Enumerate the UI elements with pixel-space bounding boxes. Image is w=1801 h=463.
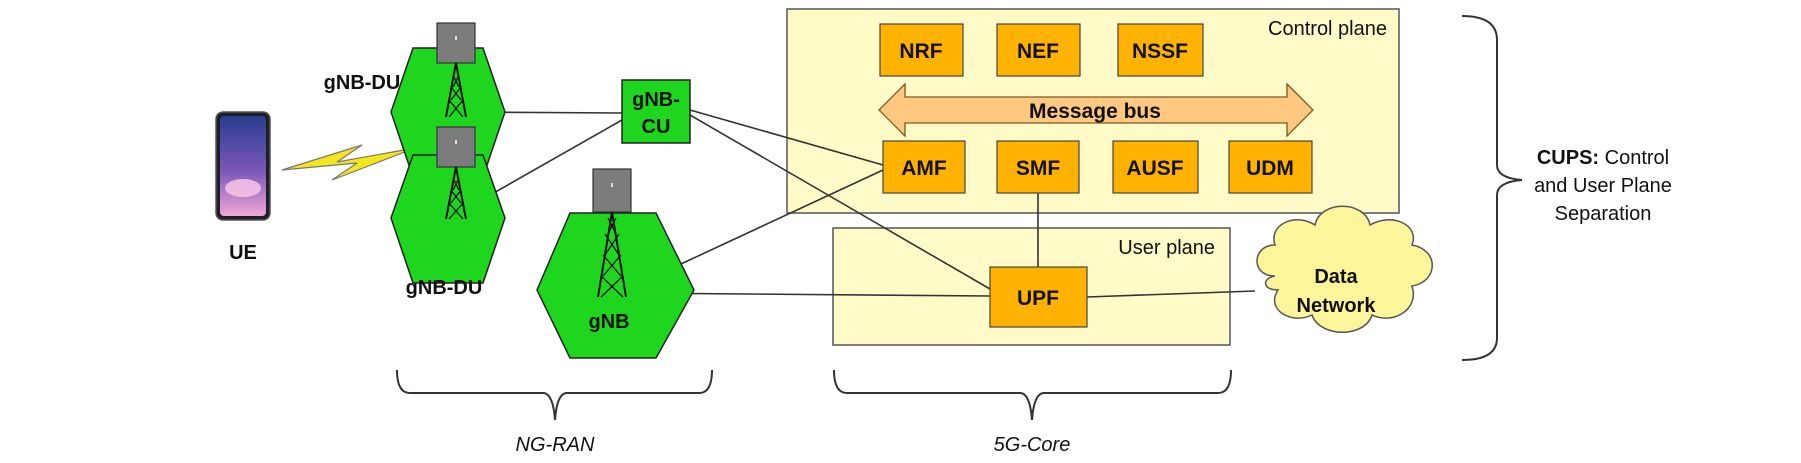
ng-ran-brace (396, 369, 713, 421)
upf-box (989, 266, 1088, 328)
nef-label: NEF (1017, 40, 1059, 63)
phone-screen-cloud (225, 179, 261, 197)
amf-label: AMF (901, 157, 947, 180)
gnb-du-top-antenna-icon (436, 22, 476, 118)
nssf-box (1117, 23, 1204, 77)
nrf-label: NRF (899, 40, 942, 63)
gnb-antenna-icon (592, 168, 632, 298)
ausf-box (1112, 140, 1199, 194)
gnb-label: gNB (588, 311, 629, 333)
cups-label-rest: Control (1599, 147, 1669, 169)
amf-box (882, 140, 966, 194)
data-network-label-line1: Data (1314, 266, 1358, 288)
link-cu-upf (689, 114, 991, 290)
nrf-box (879, 23, 964, 77)
phone-screen (220, 116, 266, 216)
udm-label: UDM (1246, 157, 1294, 180)
data-network-label-line2: Network (1297, 295, 1377, 317)
ue-label: UE (229, 242, 257, 264)
5g-core-label: 5G-Core (994, 434, 1071, 456)
gnb-cu-label-line1: gNB- (632, 89, 680, 111)
gnb-cell (536, 212, 695, 359)
ue-phone (215, 111, 271, 221)
gnb-cu-label-line2: CU (642, 116, 671, 138)
smf-label: SMF (1016, 157, 1061, 180)
cups-brace (1461, 15, 1523, 361)
cups-label-line3: Separation (1555, 203, 1652, 225)
upf-label: UPF (1017, 287, 1059, 310)
5g-core-brace (833, 369, 1232, 421)
user-plane-title: User plane (1118, 237, 1215, 259)
radio-link-bolt-icon (281, 144, 416, 181)
link-upf-dn (1086, 290, 1256, 298)
nssf-label: NSSF (1132, 40, 1188, 63)
link-cu-amf (689, 109, 884, 166)
cups-label-line1: CUPS: Control (1537, 147, 1669, 169)
cups-label-line2: and User Plane (1534, 175, 1672, 197)
gnb-cu-box (621, 79, 691, 144)
gnb-du-bottom-antenna-icon (436, 126, 476, 220)
ng-ran-label: NG-RAN (516, 434, 595, 456)
data-network-cloud-icon (1256, 205, 1433, 333)
nef-box (996, 23, 1081, 77)
gnb-du-bottom-cell (390, 154, 506, 284)
ausf-label: AUSF (1126, 157, 1183, 180)
cups-label-bold: CUPS: (1537, 147, 1599, 169)
gnb-du-bottom-label: gNB-DU (406, 277, 483, 299)
message-bus-arrow (878, 82, 1314, 138)
gnb-du-top-label: gNB-DU (324, 72, 401, 94)
message-bus-label: Message bus (1029, 100, 1161, 123)
control-plane-title: Control plane (1268, 18, 1387, 40)
smf-box (996, 140, 1080, 194)
udm-box (1228, 140, 1313, 194)
